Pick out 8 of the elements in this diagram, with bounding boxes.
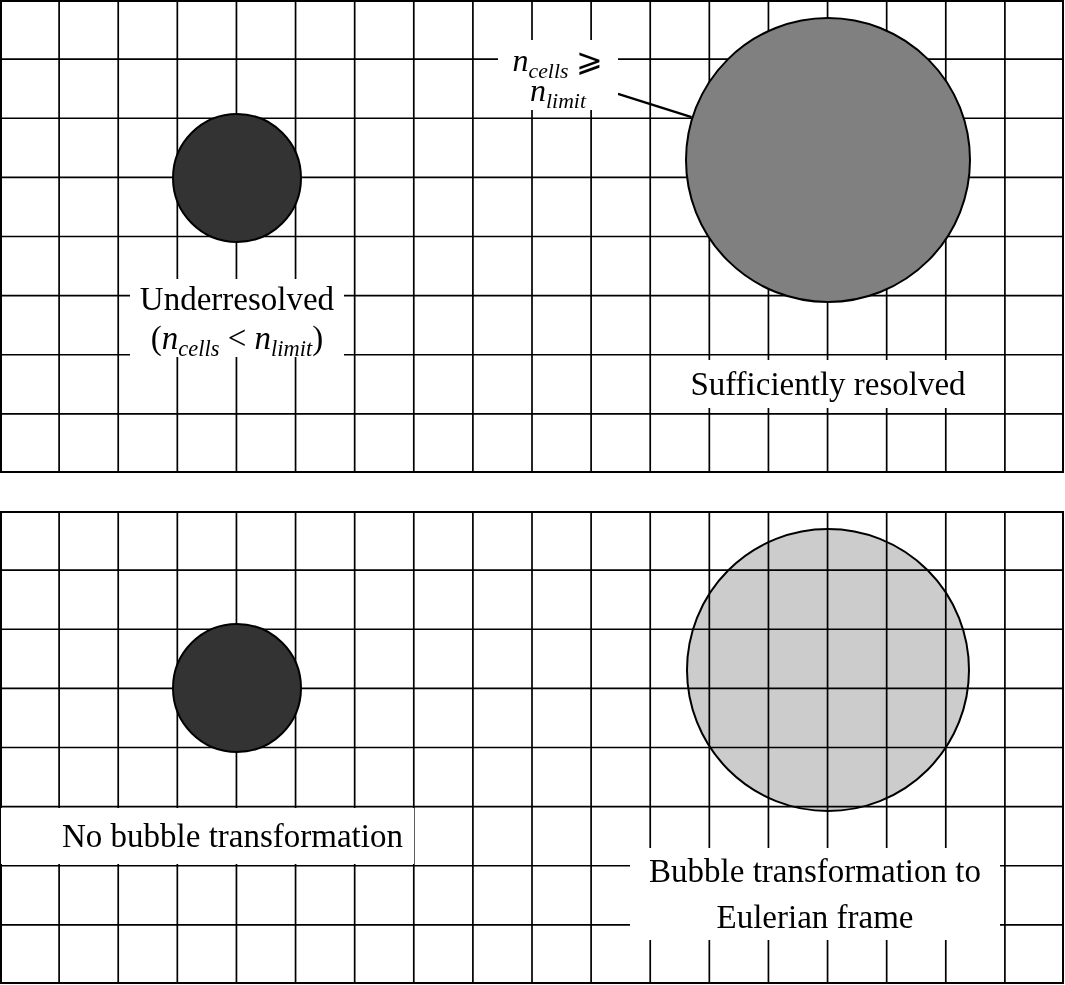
caption-label: Bubble transformation to Eulerian frame [630, 848, 1000, 940]
caption-label: No bubble transformation [1, 808, 414, 864]
caption-label: (n$_{cells}$ < n$_{limit}$) [130, 319, 344, 357]
callout-label: n$_{cells}$ ⩾ n$_{limit}$ [498, 40, 618, 110]
leader-line [617, 92, 692, 119]
mesh-grid [0, 511, 1064, 984]
mesh-grid [0, 0, 1064, 473]
caption-label: Underresolved [130, 279, 344, 319]
